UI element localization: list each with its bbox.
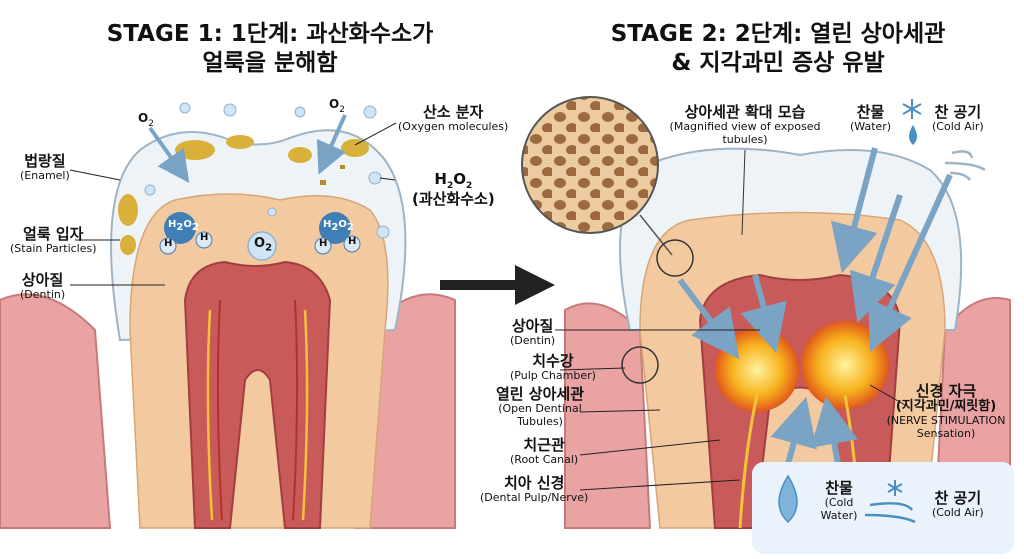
stain-particle [288,147,312,163]
stain-particle [175,140,215,160]
root-canal-ko: 치근관 [510,437,578,454]
h-atom-label: H [200,232,208,243]
root-canal-label: 치근관 (Root Canal) [510,437,578,467]
stage-transition-arrow [440,265,555,305]
stimulation-ko: 신경 자극 [880,383,1012,400]
o2-label-left: O2 [138,108,154,130]
stain-particle [226,135,254,149]
enamel-leader [70,170,120,180]
stain-en: (Stain Particles) [10,243,97,256]
stimulation-en: (NERVE STIMULATION Sensation) [880,415,1012,440]
magnified-tubules-view [522,97,658,233]
h2o2-molecule-left-text: H2O2 [168,219,199,233]
oxygen-bubble [224,104,236,116]
enamel-label: 법랑질 (Enamel) [20,153,70,183]
nerve-en: (Dental Pulp/Nerve) [480,492,588,505]
stain-particle [341,139,369,157]
oxygen-bubble [369,172,381,184]
enamel-ko: 법랑질 [20,153,70,170]
oxygen-bubble [295,107,305,117]
bottom-air-en: (Cold Air) [932,507,984,520]
enamel-en: (Enamel) [20,170,70,183]
s2-dentin-en: (Dentin) [510,335,555,348]
magnified-en: (Magnified view of exposed tubules) [655,121,835,146]
magnified-ko: 상아세관 확대 모습 [655,104,835,121]
stain-fragment [182,172,188,177]
stain-fragment [320,180,326,185]
magnified-label: 상아세관 확대 모습 (Magnified view of exposed tu… [655,104,835,147]
pulp-chamber-en: (Pulp Chamber) [510,370,596,383]
bottom-water-label: 찬물 (Cold Water) [812,480,866,523]
dentin-en: (Dentin) [20,289,65,302]
bottom-water-ko: 찬물 [812,480,866,497]
h-atom-label: H [164,238,172,249]
stain-ko: 얼룩 입자 [10,226,97,243]
bottom-air-ko: 찬 공기 [932,490,984,507]
bottom-air-label: 찬 공기 (Cold Air) [932,490,984,520]
h2o2-molecule-right-text: H2O2 [323,219,354,233]
open-tubules-ko: 열린 상아세관 [480,386,600,403]
open-tubules-label: 열린 상아세관 (Open Dentinal Tubules) [480,386,600,429]
o2-right-subscript: 2 [339,105,345,115]
water-ko: 찬물 [850,104,891,121]
water-en: (Water) [850,121,891,134]
water-drop-icon [909,125,917,145]
oxygen-ko: 산소 분자 [398,104,508,121]
snowflake-icon [903,99,921,119]
s2-dentin-ko: 상아질 [510,318,555,335]
h2o2-ko: (과산화수소) [412,191,495,208]
oxygen-bubble [180,103,190,113]
bottom-water-en: (Cold Water) [812,497,866,522]
stain-particle [118,194,138,226]
stain-particle [120,235,136,255]
h2o2-label: H2O2 (과산화수소) [412,170,495,209]
oxygen-label: 산소 분자 (Oxygen molecules) [398,104,508,134]
stimulation-ko2: (지각과민/찌릿함) [880,400,1012,415]
o2-left-subscript: 2 [148,119,154,129]
h-atom-label: H [348,236,356,247]
dentin-label: 상아질 (Dentin) [20,272,65,302]
h-atom-label: H [319,238,327,249]
oxygen-bubble [364,106,376,118]
s2-dentin-label: 상아질 (Dentin) [510,318,555,348]
pulp-chamber-ko: 치수강 [510,353,596,370]
stain-fragment [340,165,345,169]
oxygen-bubble [145,185,155,195]
oxygen-bubble [377,226,389,238]
nerve-label: 치아 신경 (Dental Pulp/Nerve) [480,475,588,505]
cold-air-ko: 찬 공기 [932,104,984,121]
cold-air-label: 찬 공기 (Cold Air) [932,104,984,134]
pulp-chamber-label: 치수강 (Pulp Chamber) [510,353,596,383]
stage1-gum-left [0,294,110,528]
o2-label-right: O2 [329,94,345,116]
oxygen-leader [355,123,396,145]
dentin-ko: 상아질 [20,272,65,289]
cold-air-en: (Cold Air) [932,121,984,134]
oxygen-bubble [268,208,276,216]
stain-label: 얼룩 입자 (Stain Particles) [10,226,97,256]
oxygen-en: (Oxygen molecules) [398,121,508,134]
open-tubules-en: (Open Dentinal Tubules) [480,403,600,428]
stimulation-label: 신경 자극 (지각과민/찌릿함) (NERVE STIMULATION Sens… [880,383,1012,440]
o2-molecule-center-text: O2 [254,236,272,254]
root-canal-en: (Root Canal) [510,454,578,467]
nerve-ko: 치아 신경 [480,475,588,492]
water-label: 찬물 (Water) [850,104,891,134]
